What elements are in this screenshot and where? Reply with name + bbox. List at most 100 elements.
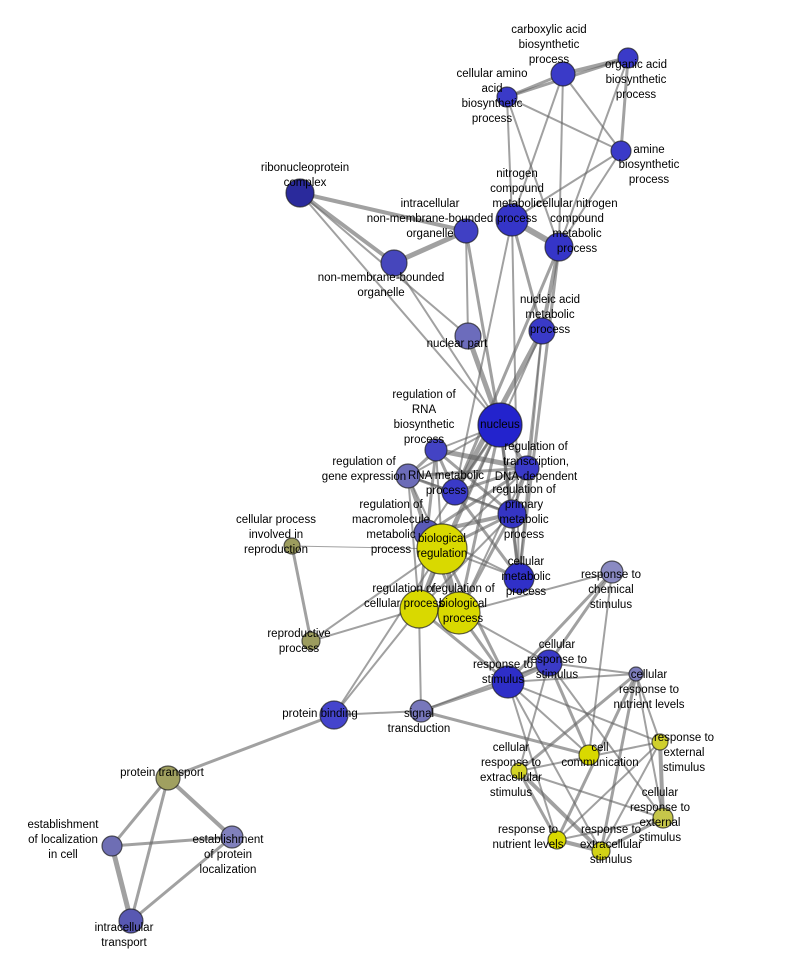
edge-cell_resp_stim-cell_resp_nutr[interactable]: [548, 662, 637, 675]
edge-carb-nitrogen[interactable]: [511, 73, 564, 221]
edge-ribo-intra_nmb[interactable]: [298, 191, 468, 233]
edge-organic-cellnitro[interactable]: [558, 57, 629, 248]
edge-prot_trans-est_loc[interactable]: [110, 776, 170, 848]
node-signal[interactable]: signal transduction: [409, 699, 433, 723]
edge-amine-cellnitro[interactable]: [558, 150, 622, 248]
node-cell_resp_stim[interactable]: cellular response to stimulus: [535, 649, 563, 677]
edge-nitrogen-nucleic[interactable]: [510, 218, 544, 333]
node-rna_met[interactable]: RNA metabolic process: [441, 478, 469, 506]
edge-cell_resp_stim-resp_chem[interactable]: [547, 570, 614, 665]
edge-intra_nmb-nucleus[interactable]: [464, 229, 502, 427]
node-prot_trans[interactable]: protein transport: [155, 765, 181, 791]
node-organic[interactable]: organic acid biosynthetic process: [617, 47, 639, 69]
node-resp_stim[interactable]: response to stimulus: [491, 665, 525, 699]
edge-rna_met-cell_met[interactable]: [453, 490, 521, 580]
node-reg_gene[interactable]: regulation of gene expression: [395, 463, 421, 489]
edge-ribo-nucleus[interactable]: [299, 192, 501, 426]
node-resp_nutr[interactable]: response to nutrient levels: [547, 830, 567, 850]
node-intra_trans[interactable]: intracellular transport: [118, 908, 144, 934]
edge-prot_bind-prot_trans[interactable]: [166, 713, 336, 780]
edge-reg_prim-reg_cell[interactable]: [418, 513, 513, 610]
edge-ribo-nmb_org[interactable]: [298, 191, 396, 265]
edge-resp_stim-cell_resp_nutr[interactable]: [507, 673, 637, 683]
edge-nucleic-cell_met[interactable]: [518, 330, 543, 579]
edge-repro-bio_reg[interactable]: [310, 548, 443, 642]
edge-est_loc-est_prot[interactable]: [110, 835, 234, 848]
node-cellnitro[interactable]: cellular nitrogen compound metabolic pro…: [544, 232, 574, 262]
node-nitrogen[interactable]: nitrogen compound metabolic process: [495, 203, 529, 237]
edge-cellnitro-rna_met[interactable]: [453, 245, 561, 494]
node-cellaa[interactable]: cellular amino acid biosynthetic process: [496, 86, 518, 108]
node-nucleic[interactable]: nucleic acid metabolic process: [528, 317, 556, 345]
node-cell_resp_extra[interactable]: cellular response to extracellular stimu…: [510, 762, 528, 780]
edge-resp_nutr-cell_resp_ext[interactable]: [556, 817, 664, 841]
edge-cell_resp_nutr-cell_resp_ext[interactable]: [635, 673, 664, 819]
edge-organic-amine[interactable]: [619, 56, 630, 153]
node-bio_reg[interactable]: biological regulation: [416, 523, 468, 575]
edge-reg_bio-resp_chem[interactable]: [458, 571, 613, 614]
node-cell_comm[interactable]: cell communication: [578, 744, 600, 766]
edge-resp_stim-resp_chem[interactable]: [506, 570, 614, 684]
node-nuclear_part[interactable]: nuclear part: [454, 322, 482, 350]
node-cell_resp_nutr[interactable]: cellular response to nutrient levels: [628, 666, 644, 682]
node-carb[interactable]: carboxylic acid biosynthetic process: [550, 61, 576, 87]
node-prot_bind[interactable]: protein binding: [319, 700, 349, 730]
edge-cell_resp_extra-cell_resp_ext[interactable]: [518, 770, 664, 819]
edge-carb-cellnitro[interactable]: [558, 73, 564, 248]
node-est_prot[interactable]: establishment of protein localization: [220, 825, 244, 849]
edge-resp_stim-resp_extra[interactable]: [507, 681, 602, 852]
edge-cellaa-amine[interactable]: [506, 96, 622, 152]
node-resp_extra[interactable]: response to extracellular stimulus: [591, 841, 611, 861]
edge-resp_nutr-cell_resp_extra[interactable]: [517, 769, 559, 842]
node-cell_resp_ext[interactable]: cellular response to external stimulus: [652, 807, 674, 829]
edge-cellaa-nitrogen[interactable]: [506, 96, 513, 221]
edge-reg_rna-reg_tx[interactable]: [433, 447, 530, 471]
node-cell_met[interactable]: cellular metabolic process: [503, 562, 535, 594]
node-ribo[interactable]: ribonucleoprotein complex: [285, 178, 315, 208]
edge-nitrogen-rna_met[interactable]: [454, 219, 513, 493]
edge-nucleus-reg_bio[interactable]: [457, 423, 502, 615]
edge-cell_resp_stim-cell_resp_extra[interactable]: [518, 662, 550, 772]
edge-prot_trans-est_prot[interactable]: [166, 776, 234, 839]
edge-cellnitro-cell_met[interactable]: [517, 245, 561, 580]
edge-carb-amine[interactable]: [562, 73, 622, 152]
node-repro[interactable]: reproductive process: [301, 631, 321, 651]
edge-resp_stim-cell_comm[interactable]: [507, 681, 590, 756]
node-reg_rna[interactable]: regulation of RNA biosynthetic process: [424, 438, 448, 462]
edge-signal-cell_comm[interactable]: [419, 709, 591, 757]
edge-reg_cell-prot_bind[interactable]: [333, 608, 420, 716]
node-amine[interactable]: amine biosynthetic process: [610, 140, 632, 162]
edge-cell_resp_nutr-resp_ext[interactable]: [635, 673, 661, 743]
node-nucleus[interactable]: nucleus: [477, 402, 523, 448]
edge-resp_extra-cell_resp_extra[interactable]: [517, 769, 603, 853]
edge-bio_reg-prot_bind[interactable]: [333, 548, 443, 716]
edge-resp_extra-cell_resp_ext[interactable]: [599, 816, 665, 853]
edge-prot_trans-intra_trans[interactable]: [129, 776, 170, 923]
node-reg_tx[interactable]: regulation of transcription, DNA-depende…: [514, 455, 540, 481]
node-resp_chem[interactable]: response to chemical stimulus: [600, 560, 624, 584]
node-nmb_org[interactable]: non-membrane-bounded organelle: [380, 249, 408, 277]
edge-nmb_org-nucleus[interactable]: [393, 262, 501, 426]
node-intra_nmb[interactable]: intracellular non-membrane-bounded organ…: [453, 218, 479, 244]
edge-cell_resp_nutr-cell_resp_extra[interactable]: [517, 672, 638, 773]
edge-intra_nmb-nuclear_part[interactable]: [465, 230, 469, 337]
edge-cell_comm-resp_chem[interactable]: [588, 571, 613, 756]
edge-cell_resp_stim-cell_comm[interactable]: [547, 661, 591, 757]
edge-reg_rna-reg_prim[interactable]: [434, 448, 514, 516]
edge-resp_ext-cell_resp_ext[interactable]: [658, 740, 665, 820]
edge-cell_repro-repro[interactable]: [290, 544, 313, 643]
node-resp_ext[interactable]: response to external stimulus: [651, 733, 669, 751]
edge-est_prot-intra_trans[interactable]: [129, 835, 234, 923]
edge-amine-nitrogen[interactable]: [511, 150, 622, 221]
edge-cellaa-cellnitro[interactable]: [506, 96, 560, 248]
node-reg_bio[interactable]: regulation of biological process: [437, 591, 481, 635]
node-reg_prim[interactable]: regulation of primary metabolic process: [497, 499, 527, 529]
node-cell_repro[interactable]: cellular process involved in reproductio…: [283, 537, 301, 555]
edge-reg_tx-reg_gene[interactable]: [406, 466, 529, 478]
node-est_loc[interactable]: establishment of localization in cell: [101, 835, 123, 857]
edge-resp_extra-resp_ext[interactable]: [600, 741, 661, 852]
edge-cell_resp_nutr-resp_extra[interactable]: [599, 672, 638, 853]
edge-est_loc-intra_trans[interactable]: [109, 843, 134, 924]
